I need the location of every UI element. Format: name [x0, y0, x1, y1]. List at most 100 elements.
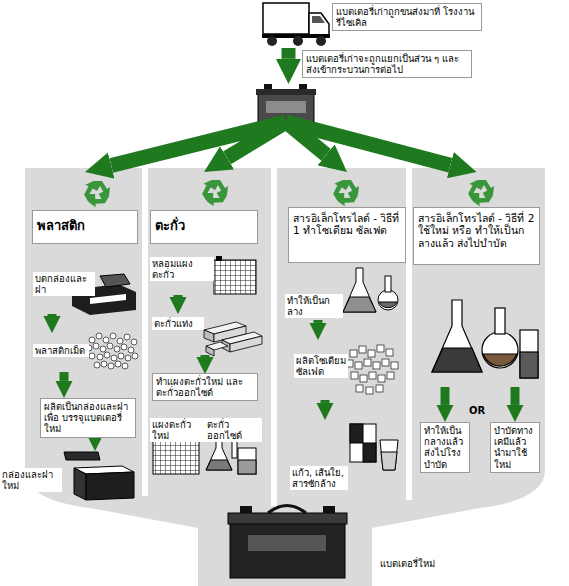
glass-fibre-detergent [381, 452, 397, 470]
flow-arrow [511, 387, 520, 405]
new-battery-illustration [323, 506, 335, 513]
recycle-symbol [329, 179, 359, 209]
plastic-pellets [89, 353, 95, 359]
lead-grid-illustration [214, 256, 256, 294]
flow-arrow [111, 122, 286, 165]
method2-glassware [432, 300, 538, 378]
method2-glassware [520, 330, 538, 378]
new-battery-illustration [230, 522, 345, 578]
flow-arrow [201, 355, 210, 357]
column-heading: สารอิเล็กโทรไลต์ - วิธีที่ 1 ทำโซเดียม ซ… [288, 172, 406, 264]
node-text: แผงตะกั่วใหม่ [150, 418, 205, 442]
plastic-pellets [104, 352, 110, 358]
old-battery-illustration [256, 89, 316, 95]
sodium-sulfate-crystals [368, 350, 375, 357]
plastic-pellets [96, 333, 102, 339]
truck-illustration [309, 13, 329, 36]
node-text: สารอิเล็กโทรไลต์ - วิธีที่ 2 ใช้ใหม่ หรื… [413, 207, 540, 265]
process-step: หลอมแผงตะกั่ว [150, 255, 260, 295]
lead-oxide-glassware [238, 448, 256, 474]
truck-illustration [262, 3, 330, 46]
plastic-pellets [128, 347, 134, 353]
column-heading: พลาสติก [32, 172, 138, 247]
node-text: ตะกั่วแท่ง [152, 317, 204, 330]
truck-illustration [293, 36, 303, 46]
flow-arrow [174, 295, 183, 297]
new-case-illustration [64, 452, 134, 500]
sodium-sulfate-crystals [350, 350, 357, 357]
plastic-pellets [108, 363, 114, 369]
old-battery-illustration [258, 93, 314, 122]
lead-oxide-glassware [238, 460, 256, 474]
truck-illustration [316, 36, 326, 46]
method2-glassware [482, 332, 518, 368]
plastic-pellets [121, 344, 127, 350]
new-battery: แบตเตอรี่ใหม่ [228, 505, 346, 577]
glass-fibre-detergent [350, 424, 376, 462]
column-heading: สารอิเล็กโทรไลต์ - วิธีที่ 2 ใช้ใหม่ หรื… [413, 172, 540, 387]
process-step: พลาสติกเม็ด [33, 332, 138, 372]
glass-fibre-detergent [380, 440, 398, 470]
sodium-sulfate-crystals [382, 359, 389, 366]
node-text: พลาสติกเม็ด [33, 344, 89, 357]
plastic-pellets [97, 354, 103, 360]
new-battery-illustration [240, 506, 252, 513]
plastic-pellets [100, 346, 106, 352]
truck-illustration [312, 16, 325, 23]
plastic-pellets [125, 355, 131, 361]
new-case-illustration [86, 472, 134, 500]
product: กล่องและฝาใหม่ [62, 450, 136, 500]
plastic-pellets [124, 334, 130, 340]
lead-ingots [204, 330, 214, 342]
plastic-pellets [107, 343, 113, 349]
plastic-pellets [101, 361, 107, 367]
sodium-sulfate-crystals [366, 387, 373, 394]
plastic-pellets [103, 337, 109, 343]
sodium-sulfate-crystals [346, 345, 398, 394]
plastic-pellets [131, 339, 137, 345]
process-step: ตะกั่วแท่ง [150, 313, 262, 355]
method2-glassware [432, 300, 482, 372]
sodium-sulfate-crystals [386, 349, 393, 356]
plastic-pellets [86, 333, 138, 369]
new-battery-illustration [228, 506, 347, 579]
sodium-sulfate-crystals [377, 345, 384, 352]
electrolyte-glassware [343, 268, 398, 312]
method2-glassware [432, 348, 482, 372]
sodium-sulfate-crystals [351, 372, 358, 379]
sodium-sulfate-crystals [359, 346, 366, 353]
plastic-pellets [114, 346, 120, 352]
flow-arrow [286, 122, 450, 165]
plastic-pellets [111, 355, 117, 361]
new-case-illustration [64, 452, 100, 460]
flow-arrow [441, 387, 450, 405]
node-text: บดกล่องและฝา [33, 272, 95, 296]
process-step: ทำแผงตะกั่วใหม่ และ ตะกั่วออกไซด์ [152, 373, 258, 407]
plastic-pellets [122, 363, 128, 369]
node-text: ผลิตโซเดียม ซัลเฟต [294, 354, 348, 378]
recycle-symbol [198, 179, 228, 209]
sodium-sulfate-crystals [355, 362, 362, 369]
recycle-symbol [80, 180, 110, 210]
recycle-symbol [464, 179, 494, 209]
lead-ingots [204, 322, 262, 356]
electrolyte-glassware [343, 297, 376, 312]
old-battery-illustration [266, 101, 306, 113]
background-funnel [145, 168, 409, 506]
plastic-pellets [117, 338, 123, 344]
sodium-sulfate-crystals [387, 372, 394, 379]
lead-ingots [206, 346, 214, 356]
old-battery: แบตเตอรี่เก่าจะถูกแยกเป็นส่วน ๆ และ ส่งเ… [257, 84, 315, 122]
recycle-symbol [80, 179, 494, 210]
node-text: ตะกั่วออกไซด์ [205, 418, 262, 442]
node-text: พลาสติก [32, 210, 138, 244]
node-text: กล่องและฝาใหม่ [0, 468, 62, 492]
node-text: แบตเตอรี่เก่าจะถูกแยกเป็นส่วน ๆ และ ส่งเ… [302, 50, 472, 78]
plastic-pellets [93, 343, 99, 349]
glass-fibre-detergent [350, 424, 398, 470]
column-heading: ตะกั่ว [150, 172, 258, 247]
node-text: ผลิตเป็นกล่องและฝาเพื่อ บรรจุแบตเตอรี่ให… [40, 398, 136, 438]
lead-oxide-glassware [206, 460, 232, 470]
electrolyte-glassware [385, 276, 391, 292]
